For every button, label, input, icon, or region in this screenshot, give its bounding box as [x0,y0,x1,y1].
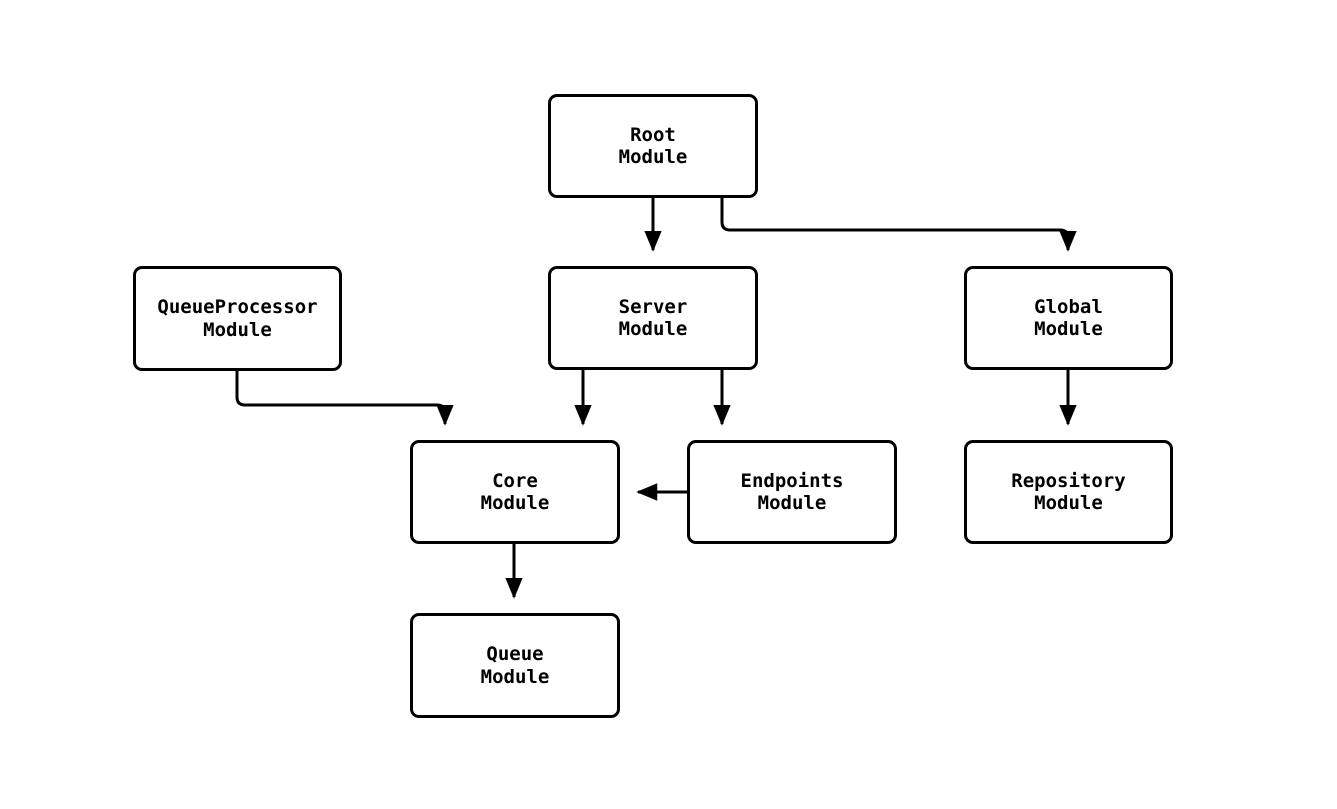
node-label-name: Global [1034,295,1103,318]
node-label-suffix: Module [757,492,827,514]
node-label-name: Core [492,469,538,492]
node-label-name: Root [630,123,676,146]
node-label-name: Queue [486,643,544,666]
node-label-suffix: Module [1034,492,1103,514]
node-label-name: Endpoints [740,469,844,492]
node-label-name: QueueProcessor [157,296,318,319]
node-label-suffix: Module [480,492,550,514]
node-label-name: Server [618,295,688,318]
node-label-suffix: Module [1034,318,1103,340]
node-label-suffix: Module [480,665,550,688]
node-label-suffix: Module [618,318,688,340]
node-label-suffix: Module [618,146,688,168]
node-label-suffix: Module [203,318,272,341]
edge-queueprocessor-to-core [235,371,454,426]
edge-root-to-global [720,198,1077,252]
node-label-name: Repository [1011,469,1126,492]
